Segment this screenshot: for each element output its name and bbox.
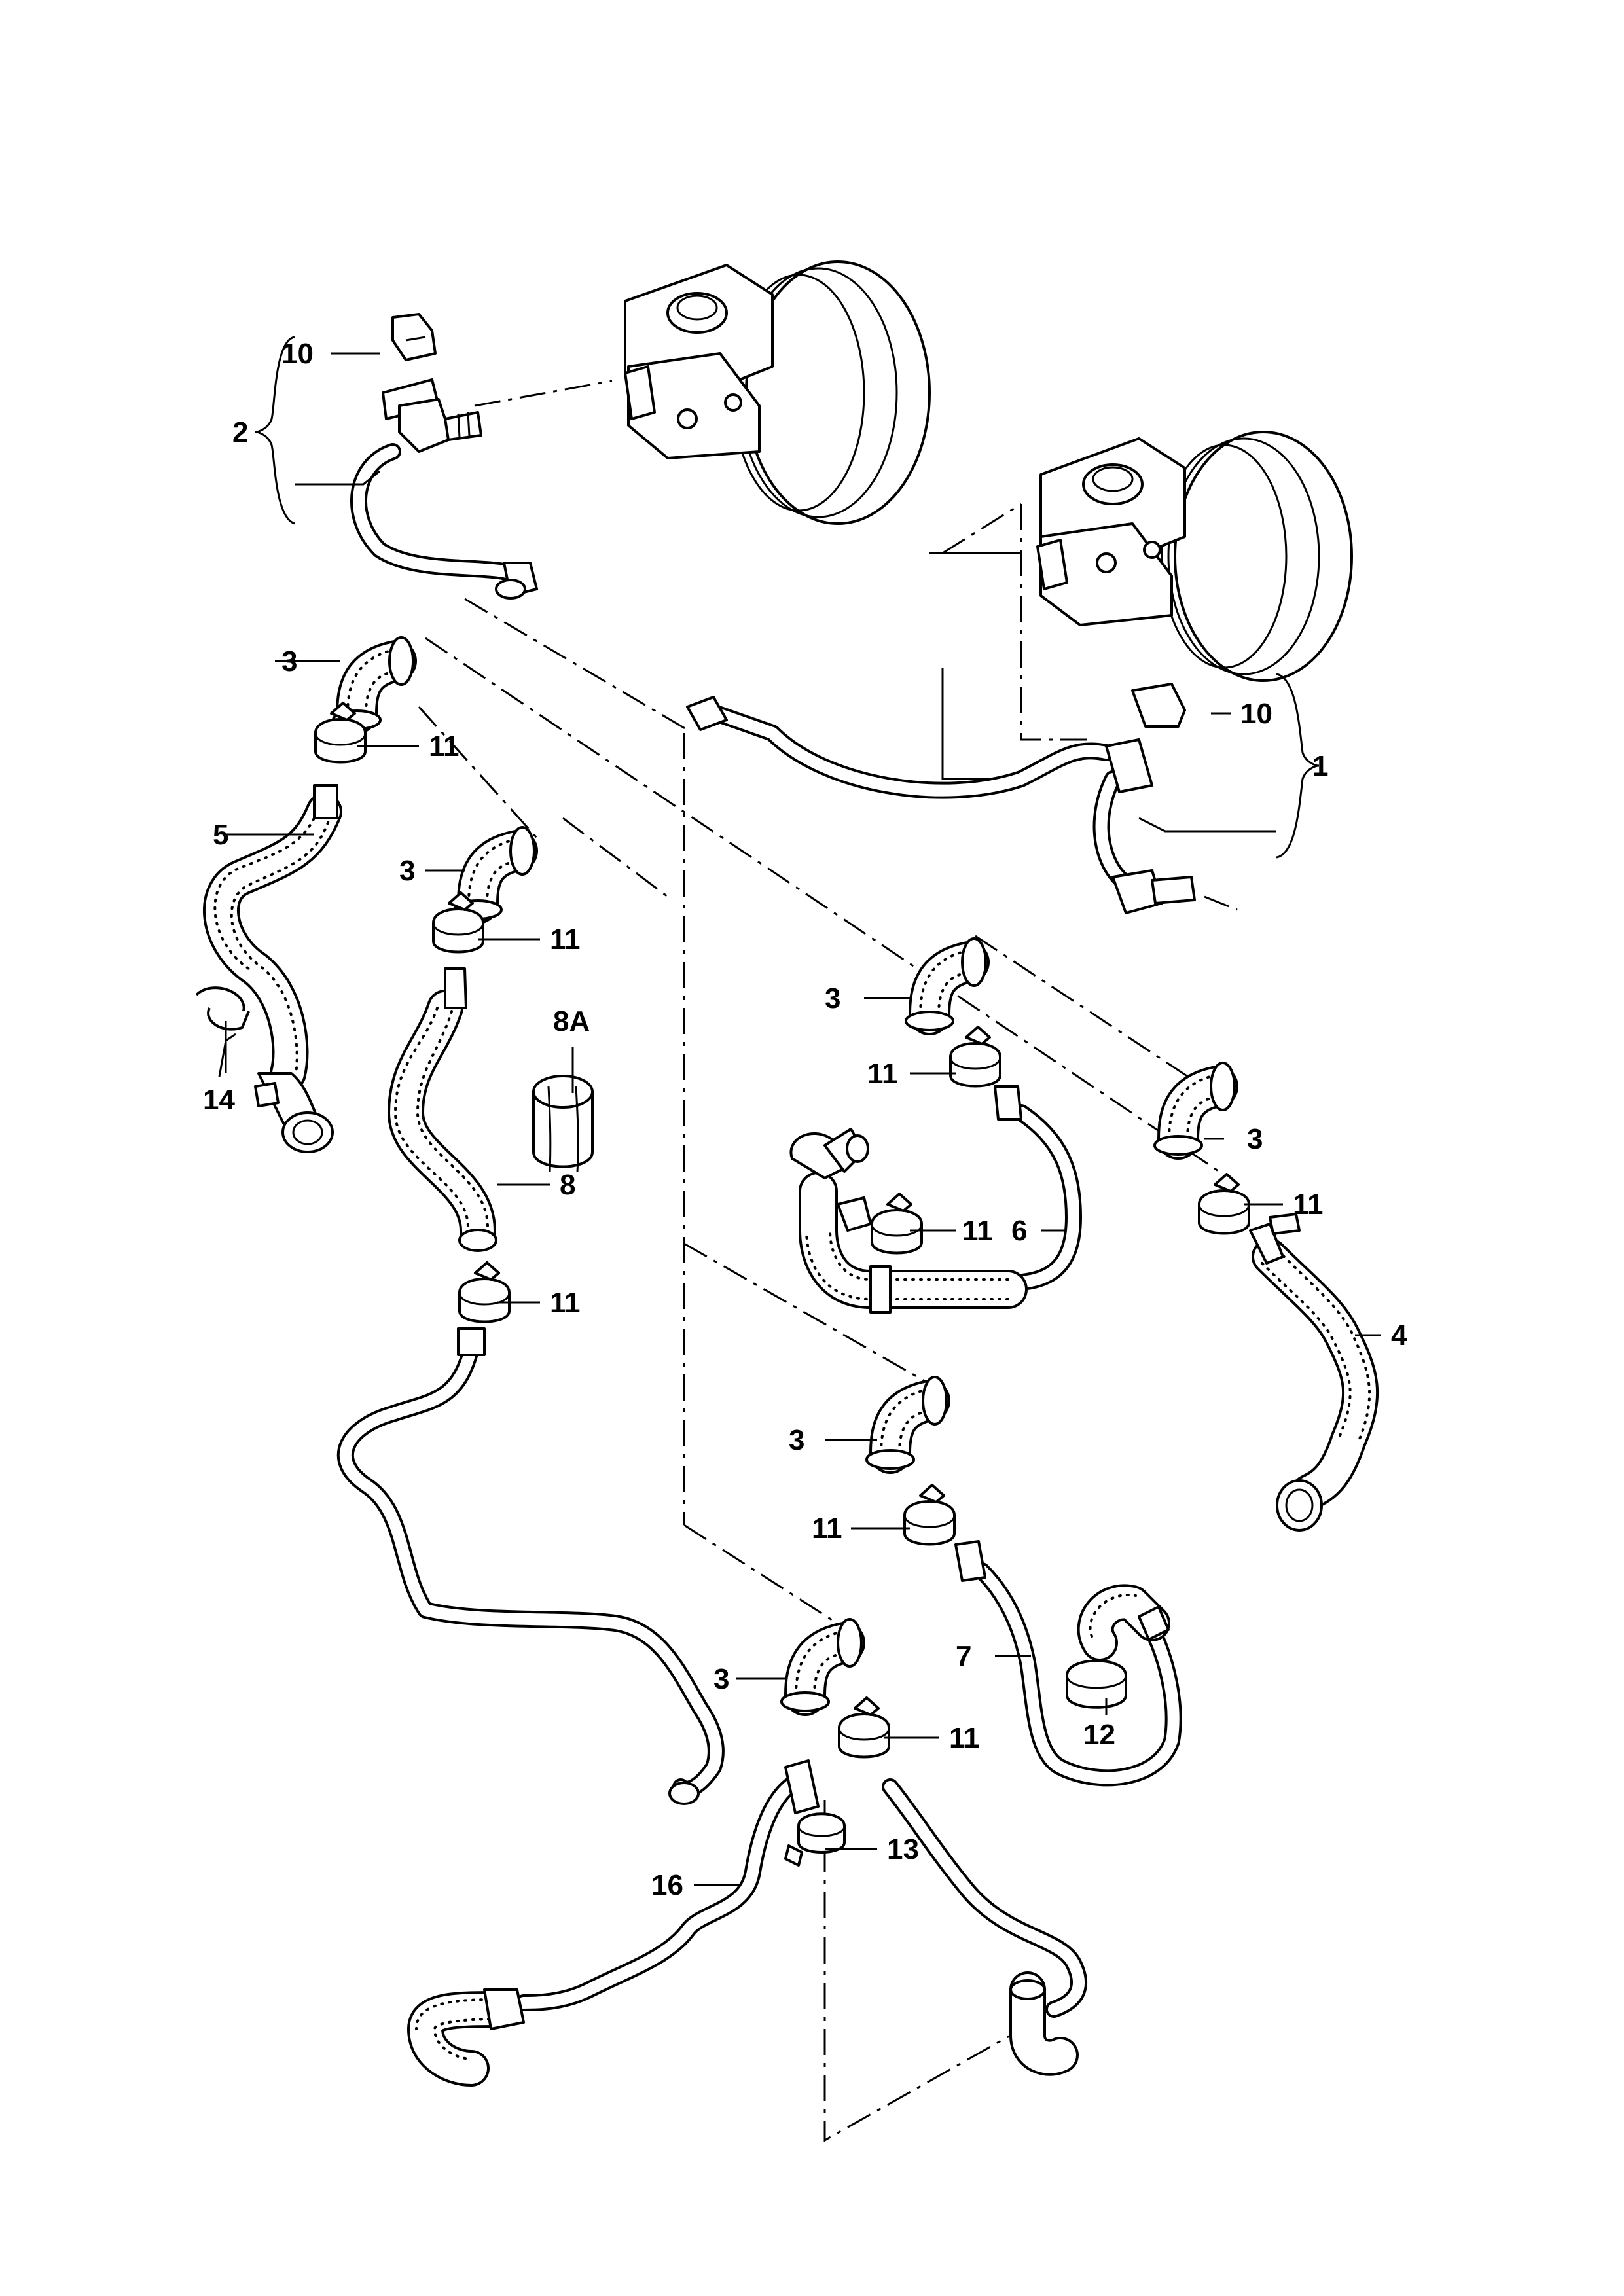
hose-lower-right	[882, 1778, 1088, 2076]
callout-10a: 10	[281, 338, 314, 370]
hose-16	[407, 1759, 820, 2087]
reference-lines	[418, 380, 1238, 2142]
callout-7: 7	[956, 1640, 971, 1672]
callout-5: 5	[213, 819, 228, 851]
callout-11g: 11	[812, 1513, 842, 1545]
callout-16: 16	[651, 1869, 683, 1901]
brake-booster-lower	[1036, 431, 1353, 682]
callout-11c: 11	[550, 1287, 581, 1319]
callout-11e: 11	[962, 1215, 993, 1247]
elbow-3c	[906, 939, 986, 1030]
elbow-3d	[1155, 1063, 1235, 1155]
hose-4	[1249, 1213, 1379, 1532]
clamp-11f	[1198, 1173, 1250, 1235]
callout-3c: 3	[825, 982, 840, 1014]
callout-3d: 3	[1247, 1123, 1263, 1155]
hose-5	[203, 784, 342, 1153]
callout-11b: 11	[550, 924, 581, 956]
clamp-13	[784, 1812, 846, 1867]
callout-4: 4	[1391, 1319, 1407, 1352]
hose-lower-long	[337, 1327, 725, 1805]
elbow-3f	[782, 1619, 861, 1711]
sleeve-8a	[532, 1075, 594, 1172]
clamp-11c	[458, 1261, 511, 1323]
callout-3a: 3	[281, 645, 297, 677]
callout-14: 14	[203, 1084, 235, 1116]
callout-12: 12	[1083, 1719, 1115, 1751]
elbow-3e	[867, 1377, 947, 1469]
clamp-11d	[949, 1026, 1001, 1088]
callout-13: 13	[887, 1833, 919, 1865]
callout-2: 2	[232, 416, 248, 448]
clamp-11h	[838, 1696, 890, 1759]
callout-8a: 8A	[553, 1005, 590, 1037]
vacuum-line-assembly-2	[350, 313, 538, 600]
callout-labels: 1 2 3 3 3 3 3 3 4 5 6 7 8 8A 10 10 11 11…	[203, 338, 1407, 1901]
clamp-12	[1066, 1659, 1127, 1709]
callout-3e: 3	[789, 1424, 804, 1456]
callout-11d: 11	[867, 1058, 898, 1090]
clamp-11e	[871, 1193, 923, 1255]
callout-3b: 3	[399, 855, 415, 887]
callout-3f: 3	[713, 1663, 729, 1695]
callout-10b: 10	[1240, 698, 1272, 730]
callout-11a: 11	[429, 730, 460, 762]
vacuum-line-assembly-1	[686, 683, 1196, 914]
callout-11f: 11	[1293, 1189, 1324, 1221]
hose-7	[954, 1540, 1182, 1787]
hose-8	[388, 967, 497, 1252]
callout-8: 8	[560, 1169, 575, 1201]
hose-6	[789, 1085, 1082, 1314]
callout-6: 6	[1011, 1215, 1027, 1247]
callout-1: 1	[1312, 750, 1328, 782]
callout-11h: 11	[949, 1722, 980, 1754]
clip-14	[195, 986, 250, 1031]
leader-lines	[218, 336, 1381, 1886]
clamp-11g	[903, 1484, 956, 1546]
brake-booster-upper	[624, 260, 931, 525]
